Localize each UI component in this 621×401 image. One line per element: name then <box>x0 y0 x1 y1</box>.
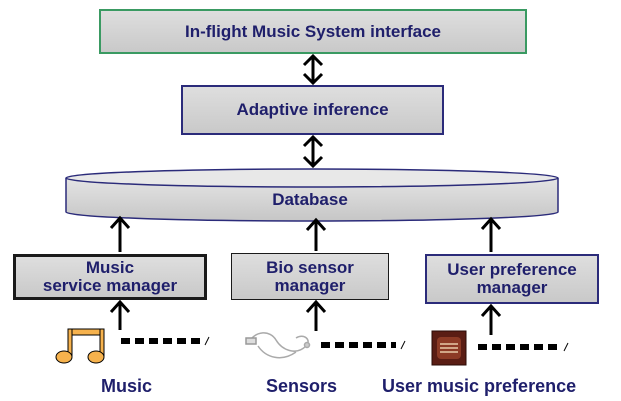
dashed-tick-music <box>204 336 210 346</box>
arrow-music-to-db <box>109 215 131 252</box>
music-service-manager-box: Music service manager <box>13 254 207 300</box>
dashed-tick-sensors <box>400 340 406 350</box>
music-system-interface-box: In-flight Music System interface <box>99 9 527 54</box>
user-music-preference-caption: User music preference <box>382 376 577 396</box>
double-arrow-middle <box>302 134 324 169</box>
sensors-caption: Sensors <box>266 376 338 396</box>
database-label: Database <box>272 190 348 209</box>
music-note-icon <box>55 328 105 364</box>
radio-icon <box>431 330 467 366</box>
user-preference-manager-box: User preference manager <box>425 254 599 304</box>
music-caption: Music <box>101 376 153 396</box>
user-preference-manager-label: User preference manager <box>447 260 577 297</box>
music-service-manager-label: Music service manager <box>42 258 178 295</box>
sensor-cable-icon <box>245 332 311 359</box>
adaptive-inference-label: Adaptive inference <box>236 100 389 120</box>
dashed-tick-preference <box>563 342 569 352</box>
arrow-source-music <box>109 299 131 330</box>
bio-sensor-manager-label: Bio sensor manager <box>266 257 354 295</box>
music-system-interface-label: In-flight Music System interface <box>185 21 441 41</box>
arrow-user-to-db <box>480 216 502 252</box>
double-arrow-top <box>302 53 324 86</box>
adaptive-inference-box: Adaptive inference <box>181 85 444 135</box>
arrow-bio-to-db <box>305 217 327 251</box>
bio-sensor-manager-box: Bio sensor manager <box>231 253 389 300</box>
database-cylinder <box>65 168 559 222</box>
arrow-source-sensors <box>305 299 327 331</box>
arrow-source-preference <box>480 303 502 335</box>
